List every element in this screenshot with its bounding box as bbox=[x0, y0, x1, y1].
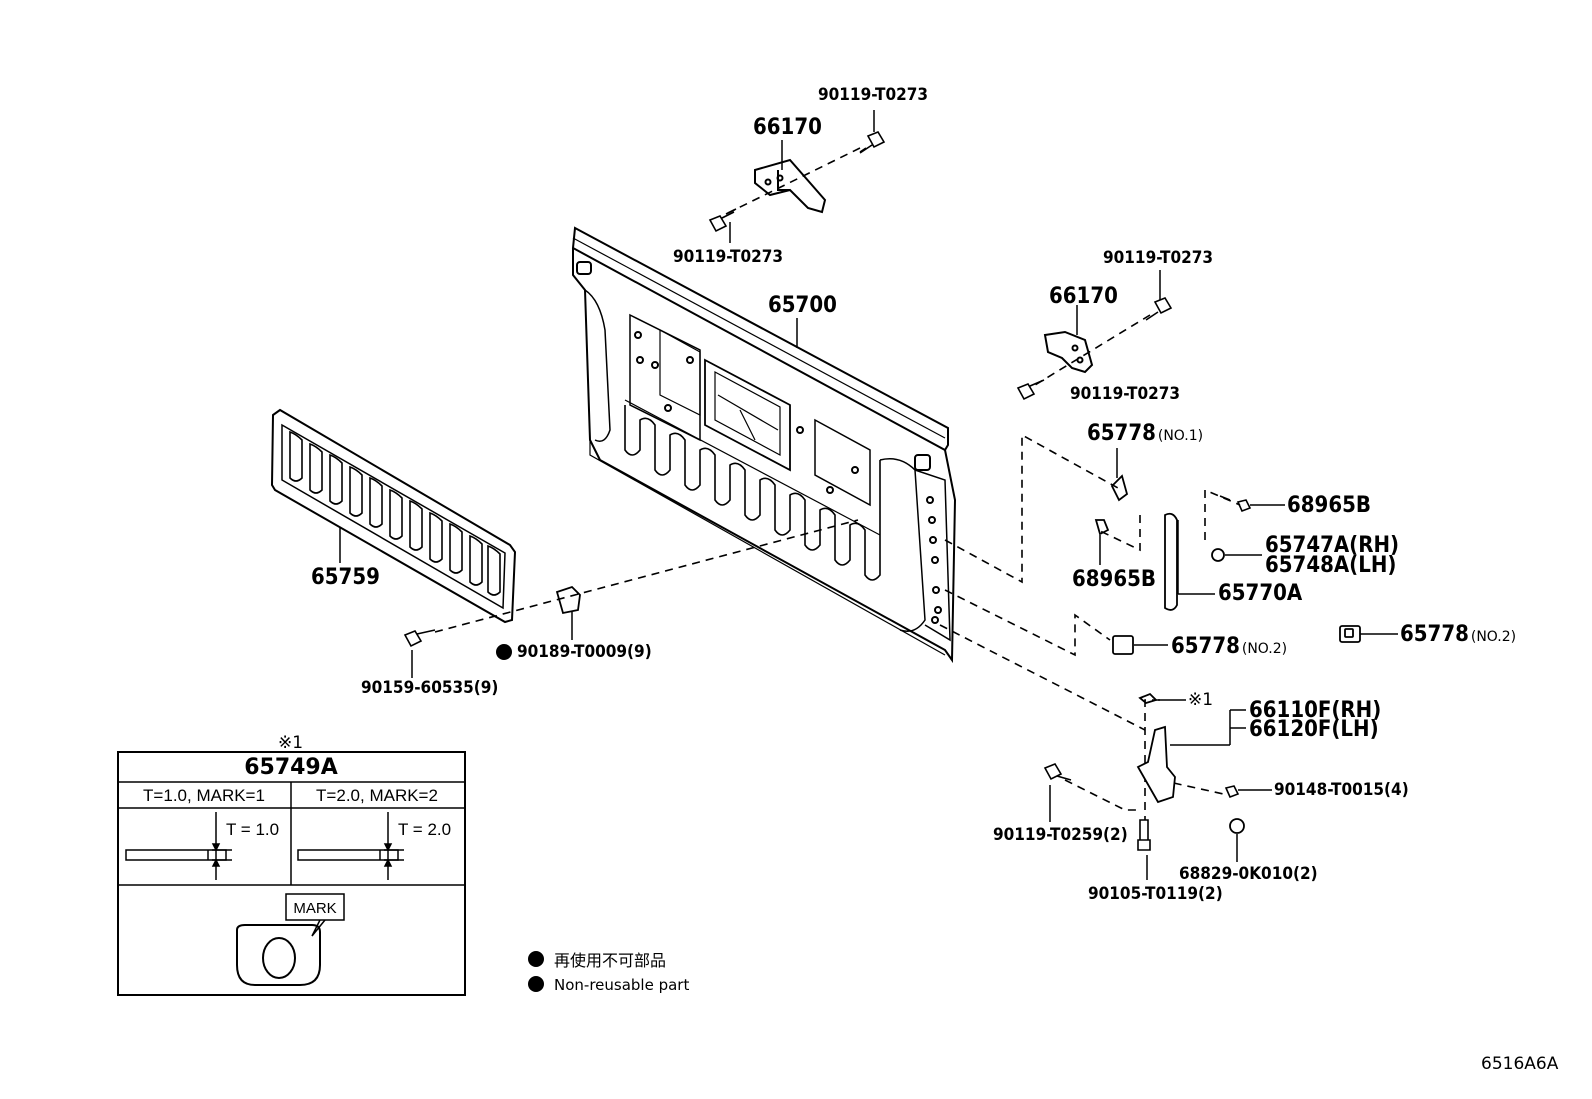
hinge-bracket-top-drawing bbox=[754, 140, 827, 214]
shim-col2-header: T=2.0, MARK=2 bbox=[316, 786, 438, 805]
label-hinge-bracket-mid: 66170 bbox=[1049, 284, 1118, 309]
label-pin-bolt: 90105-T0119(2) bbox=[1088, 884, 1223, 904]
shim-table: ※1 65749A T=1.0, MARK=1 T=2.0, MARK=2 T … bbox=[117, 733, 466, 996]
label-bolt-hinge-small: 90148-T0015(4) bbox=[1274, 780, 1409, 800]
small-parts bbox=[411, 448, 1398, 880]
shim-col1-dim: T = 1.0 bbox=[226, 820, 279, 839]
part-labels: 90119-T0273 66170 90119-T0273 65700 9011… bbox=[311, 85, 1516, 904]
label-bolt-mid-top: 90119-T0273 bbox=[1103, 248, 1213, 268]
legend-dot-en bbox=[528, 976, 544, 992]
label-hinge-bracket-top: 66170 bbox=[753, 115, 822, 140]
label-collar-lh: 65748A(LH) bbox=[1265, 553, 1396, 578]
tailgate-panel-drawing bbox=[571, 226, 957, 664]
label-screw-lower: 68965B bbox=[1072, 567, 1156, 592]
shim-table-part: 65749A bbox=[244, 755, 338, 780]
legend-english: Non-reusable part bbox=[554, 976, 689, 994]
label-bumper-no1: 65778(NO.1) bbox=[1087, 421, 1203, 446]
legend-japanese: 再使用不可部品 bbox=[554, 951, 666, 970]
label-trim-screw: 90159-60535(9) bbox=[361, 678, 498, 698]
label-cable: 65770A bbox=[1218, 581, 1303, 606]
non-reusable-dot-clip bbox=[496, 644, 512, 660]
label-bolt-top-left: 90119-T0273 bbox=[673, 247, 783, 267]
label-bolt-top-right: 90119-T0273 bbox=[818, 85, 928, 105]
shim-col2-dim: T = 2.0 bbox=[398, 820, 451, 839]
label-inner-trim: 65759 bbox=[311, 565, 380, 590]
shim-table-ref: ※1 bbox=[278, 733, 303, 753]
label-collar-rh: 65747A(RH) bbox=[1265, 533, 1399, 558]
legend-dot-jp bbox=[528, 951, 544, 967]
label-shim-ref: ※1 bbox=[1188, 690, 1213, 710]
label-bushing: 68829-0K010(2) bbox=[1179, 864, 1318, 884]
label-hinge-lh: 66120F(LH) bbox=[1249, 717, 1379, 742]
label-bolt-hinge: 90119-T0259(2) bbox=[993, 825, 1128, 845]
shim-col1-header: T=1.0, MARK=1 bbox=[143, 786, 265, 805]
label-hinge-rh: 66110F(RH) bbox=[1249, 698, 1381, 723]
legend: 再使用不可部品 Non-reusable part bbox=[528, 951, 689, 994]
label-clip: 90189-T0009(9) bbox=[517, 642, 652, 662]
label-screw-upper: 68965B bbox=[1287, 493, 1371, 518]
connection-lines bbox=[434, 147, 1241, 820]
shim-mark-label: MARK bbox=[293, 900, 336, 917]
label-bumper-no2-right: 65778(NO.2) bbox=[1400, 622, 1516, 647]
diagram-code: 6516A6A bbox=[1481, 1054, 1559, 1074]
label-tailgate-panel: 65700 bbox=[768, 293, 837, 318]
hinge-bracket-mid-drawing bbox=[1043, 305, 1094, 374]
inner-trim-drawing bbox=[270, 408, 517, 624]
label-bolt-mid-bottom: 90119-T0273 bbox=[1070, 384, 1180, 404]
label-bumper-no2: 65778(NO.2) bbox=[1171, 634, 1287, 659]
